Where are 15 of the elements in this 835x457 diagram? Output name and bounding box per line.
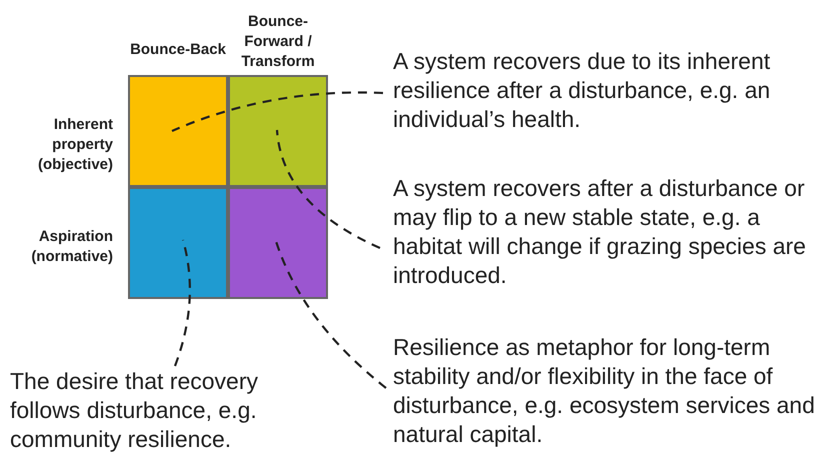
column-header: Bounce-Forward / Transform: [240, 12, 316, 72]
leader-line: [172, 91, 384, 132]
annotation-text: The desire that recovery follows disturbance, e.g. community resilience.: [10, 367, 310, 454]
matrix-cell: [228, 75, 328, 187]
leader-line: [174, 240, 191, 366]
annotation-text: A system recovers due to its inherent resilience after a disturbance, e.g. an individual’s health.: [393, 47, 833, 134]
leader-line: [276, 130, 380, 249]
matrix-cell: [128, 187, 228, 299]
column-header: Bounce-Back: [129, 40, 227, 60]
row-header: Inherent property (objective): [36, 115, 113, 175]
matrix-cell: [228, 187, 328, 299]
annotation-text: Resilience as metaphor for long-term stability and/or flexibility in the face of disturbance, e.g. ecosystem services and natural capital.: [393, 333, 833, 449]
annotation-text: A system recovers after a disturbance or may flip to a new stable state, e.g. a habitat will change if grazing species are introduced.: [393, 174, 818, 290]
matrix-cell: [128, 75, 228, 187]
row-header: Aspiration (normative): [30, 227, 113, 267]
